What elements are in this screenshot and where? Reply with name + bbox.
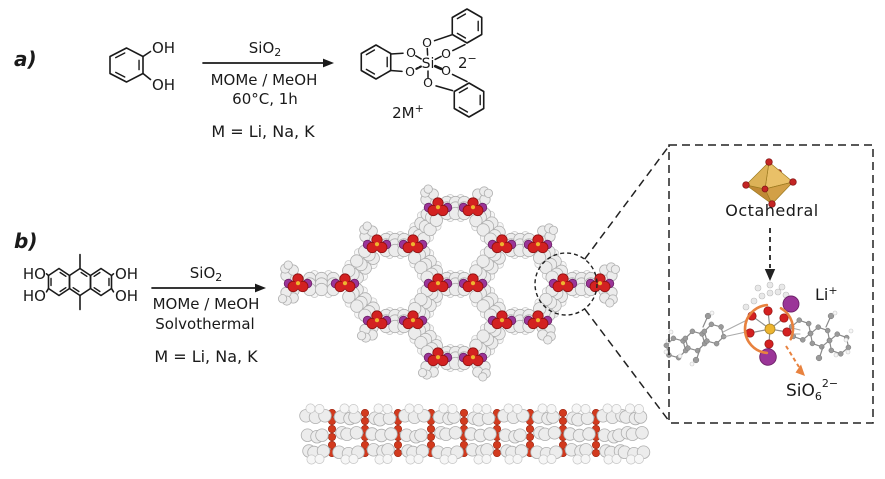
silicon-atom-label: Si — [422, 56, 435, 72]
hydroxyl-top-label: OH — [152, 39, 175, 57]
conditions-b-line2: Solvothermal — [155, 315, 254, 333]
lithium-ion-label: Li+ — [815, 284, 838, 304]
layered-structure-model — [299, 403, 651, 465]
reaction-arrow-b: SiO2 MOMe / MeOH Solvothermal M = Li, Na… — [151, 264, 266, 366]
sio6-anion-label: SiO62− — [786, 377, 838, 403]
down-arrow — [764, 228, 776, 281]
octahedral-label: Octahedral — [725, 201, 818, 220]
metals-note-b: M = Li, Na, K — [154, 347, 258, 366]
hydroxyl-label: HO — [23, 265, 46, 283]
reagent-above-arrow-a: SiO2 — [249, 39, 282, 59]
magnifier-connector — [534, 145, 670, 422]
conditions-a-line2: 60°C, 1h — [232, 90, 298, 108]
panel-b: b) HO HO OH OH SiO2 MOMe / MeOH Solvothe… — [14, 144, 874, 465]
hydroxyl-label: OH — [115, 287, 138, 305]
ball-and-stick-model — [663, 281, 854, 376]
oxygen-atom-label: O — [441, 46, 451, 61]
reaction-arrow-a: SiO2 MOMe / MeOH 60°C, 1h M = Li, Na, K — [202, 39, 334, 141]
inset-box: Octahedral Li+ SiO62− — [663, 144, 874, 424]
counterion-label: 2M+ — [392, 102, 424, 122]
oxygen-atom-label: O — [423, 75, 433, 90]
panel-a: a) OH OH SiO2 MOMe / MeOH 60°C, 1h M = L… — [14, 8, 485, 141]
metals-note-a: M = Li, Na, K — [211, 122, 315, 141]
conditions-a-line1: MOMe / MeOH — [211, 71, 318, 89]
hydroxyl-bottom-label: OH — [152, 76, 175, 94]
oxygen-atom-label: O — [405, 64, 415, 79]
honeycomb-framework-model — [277, 184, 621, 382]
silicate-product-structure: Si O O O O O O 2− 2M+ — [360, 8, 485, 122]
oxygen-atom-label: O — [441, 63, 451, 78]
reagent-above-arrow-b: SiO2 — [190, 264, 223, 284]
octahedron-graphic — [742, 158, 797, 208]
catechol-structure: OH OH — [109, 39, 175, 94]
hydroxyl-label: OH — [115, 265, 138, 283]
hydroxyl-label: HO — [23, 287, 46, 305]
oxygen-atom-label: O — [406, 45, 416, 60]
panel-b-label: b) — [14, 229, 37, 253]
panel-a-label: a) — [14, 47, 37, 71]
oxygen-atom-label: O — [422, 35, 432, 50]
anion-charge-label: 2− — [458, 52, 477, 72]
anthracene-tetraol-structure: HO HO OH OH — [23, 253, 138, 311]
conditions-b-line1: MOMe / MeOH — [153, 295, 260, 313]
